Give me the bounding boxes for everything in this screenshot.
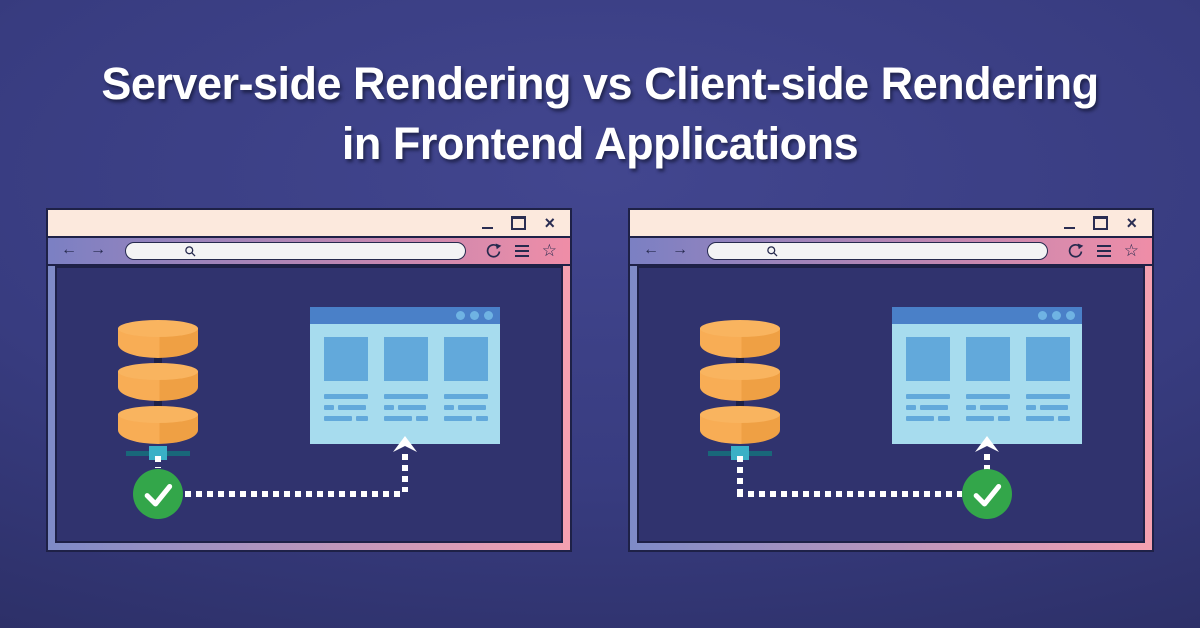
wireframe-column: [324, 337, 368, 421]
window-frame: [630, 266, 1152, 550]
wireframe-column: [966, 337, 1010, 421]
page-title: Server-side Rendering vs Client-side Ren…: [0, 54, 1200, 174]
window-dot-icon: [470, 311, 479, 320]
browser-window-server-side: × ← → ☆: [46, 208, 572, 552]
address-bar[interactable]: [125, 242, 466, 260]
maximize-icon[interactable]: [511, 216, 527, 230]
refresh-icon[interactable]: [485, 243, 502, 260]
database-icon: [700, 320, 780, 470]
minimize-icon[interactable]: [482, 226, 494, 229]
back-icon[interactable]: ←: [643, 241, 659, 258]
database-icon: [118, 320, 198, 470]
database-disk: [700, 320, 780, 358]
browser-window-client-side: × ← → ☆: [628, 208, 1154, 552]
browser-toolbar: ← → ☆: [48, 238, 570, 266]
search-icon: [766, 245, 778, 257]
title-line-2: in Frontend Applications: [341, 118, 859, 169]
arrow-up-icon: [393, 436, 417, 452]
arrow-up-icon: [975, 436, 999, 452]
window-titlebar: ×: [48, 210, 570, 238]
dotted-connector: [737, 491, 962, 497]
wireframe-column: [1026, 337, 1070, 421]
database-disk: [118, 320, 198, 358]
address-bar[interactable]: [707, 242, 1048, 260]
webpage-header: [892, 307, 1082, 324]
window-titlebar: ×: [630, 210, 1152, 238]
database-disk: [700, 406, 780, 444]
bookmark-star-icon[interactable]: ☆: [541, 240, 557, 260]
wireframe-column: [444, 337, 488, 421]
image-placeholder: [444, 337, 488, 381]
title-line-1: Server-side Rendering vs Client-side Ren…: [101, 58, 1099, 109]
dotted-connector: [737, 456, 743, 494]
forward-icon[interactable]: →: [90, 241, 106, 258]
window-dot-icon: [484, 311, 493, 320]
database-connector: [736, 350, 744, 368]
window-dot-icon: [1038, 311, 1047, 320]
forward-icon[interactable]: →: [672, 241, 688, 258]
maximize-icon[interactable]: [1093, 216, 1109, 230]
window-frame: [48, 266, 570, 550]
menu-icon[interactable]: [514, 245, 529, 257]
database-connector: [154, 350, 162, 368]
database-disk: [700, 363, 780, 401]
dotted-connector: [185, 491, 405, 497]
bookmark-star-icon[interactable]: ☆: [1123, 240, 1139, 260]
webpage-mockup: [892, 307, 1082, 444]
window-dot-icon: [1066, 311, 1075, 320]
image-placeholder: [384, 337, 428, 381]
window-dot-icon: [1052, 311, 1061, 320]
viewport-client-side: [637, 266, 1145, 543]
webpage-body: [892, 324, 1082, 421]
database-plug: [731, 446, 749, 460]
window-dot-icon: [456, 311, 465, 320]
image-placeholder: [1026, 337, 1070, 381]
dotted-connector: [984, 454, 990, 470]
database-plug: [149, 446, 167, 460]
database-connector: [736, 393, 744, 411]
database-disk: [118, 363, 198, 401]
webpage-body: [310, 324, 500, 421]
database-connector: [154, 393, 162, 411]
menu-icon[interactable]: [1096, 245, 1111, 257]
image-placeholder: [966, 337, 1010, 381]
minimize-icon[interactable]: [1064, 226, 1076, 229]
success-check-icon: [133, 469, 183, 519]
wireframe-column: [384, 337, 428, 421]
webpage-mockup: [310, 307, 500, 444]
search-icon: [184, 245, 196, 257]
wireframe-column: [906, 337, 950, 421]
back-icon[interactable]: ←: [61, 241, 77, 258]
dotted-connector: [402, 454, 408, 492]
browser-toolbar: ← → ☆: [630, 238, 1152, 266]
refresh-icon[interactable]: [1067, 243, 1084, 260]
success-check-icon: [962, 469, 1012, 519]
viewport-server-side: [55, 266, 563, 543]
database-disk: [118, 406, 198, 444]
close-icon[interactable]: ×: [544, 212, 555, 233]
dotted-connector: [155, 456, 161, 468]
image-placeholder: [906, 337, 950, 381]
webpage-header: [310, 307, 500, 324]
close-icon[interactable]: ×: [1126, 212, 1137, 233]
image-placeholder: [324, 337, 368, 381]
